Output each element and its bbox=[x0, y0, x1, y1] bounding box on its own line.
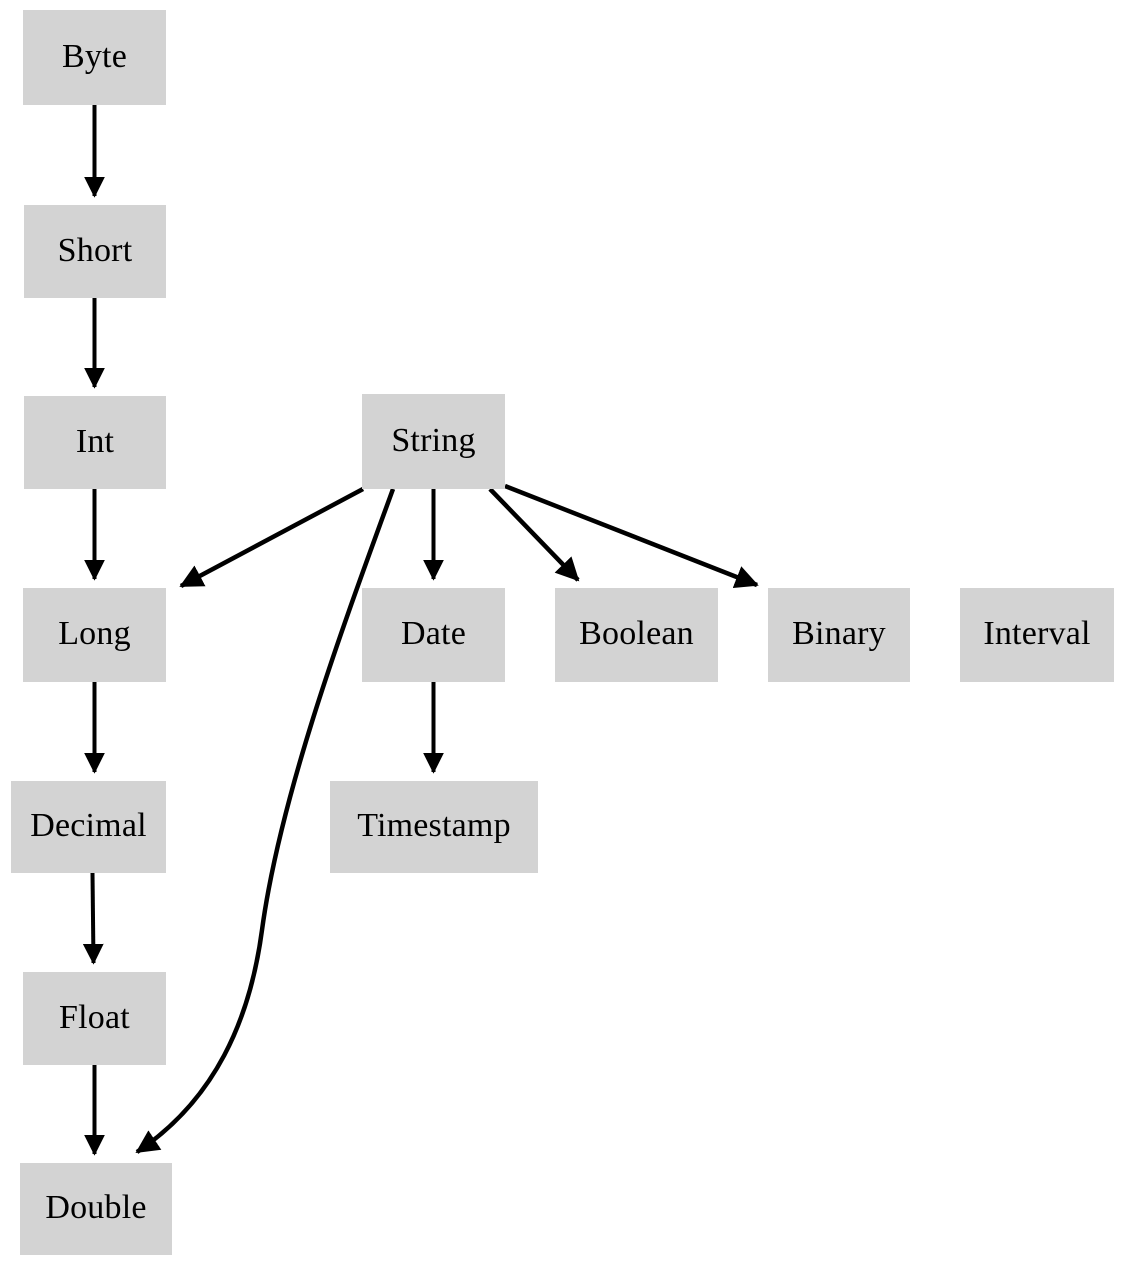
node-short-label: Short bbox=[57, 231, 133, 269]
edge-string-boolean bbox=[488, 487, 580, 582]
node-decimal[interactable]: Decimal bbox=[11, 781, 166, 873]
node-long[interactable]: Long bbox=[23, 588, 166, 682]
edge-decimal-float bbox=[82, 872, 104, 965]
node-binary-label: Binary bbox=[792, 615, 886, 652]
node-int-label: Int bbox=[75, 422, 115, 460]
node-boolean-label: Boolean bbox=[579, 615, 694, 652]
node-int[interactable]: Int bbox=[24, 396, 166, 489]
node-double-label: Double bbox=[45, 1189, 147, 1226]
node-float-label: Float bbox=[59, 998, 130, 1036]
node-short[interactable]: Short bbox=[24, 205, 166, 298]
node-string[interactable]: String bbox=[362, 394, 505, 489]
node-byte-label: Byte bbox=[61, 37, 127, 75]
node-long-label: Long bbox=[58, 615, 131, 652]
node-decimal-label: Decimal bbox=[30, 807, 147, 844]
node-timestamp-label: Timestamp bbox=[357, 807, 511, 844]
node-interval[interactable]: Interval bbox=[960, 588, 1114, 682]
node-byte[interactable]: Byte bbox=[23, 10, 166, 105]
node-interval-label: Interval bbox=[983, 615, 1091, 652]
node-date[interactable]: Date bbox=[362, 588, 505, 682]
node-string-label: String bbox=[391, 421, 476, 459]
node-timestamp[interactable]: Timestamp bbox=[330, 781, 538, 873]
node-binary[interactable]: Binary bbox=[768, 588, 910, 682]
node-date-label: Date bbox=[401, 615, 466, 652]
node-double[interactable]: Double bbox=[20, 1163, 172, 1255]
node-boolean[interactable]: Boolean bbox=[555, 588, 718, 682]
edge-string-long bbox=[179, 487, 365, 588]
node-float[interactable]: Float bbox=[23, 972, 166, 1065]
edge-string-binary bbox=[504, 483, 759, 589]
